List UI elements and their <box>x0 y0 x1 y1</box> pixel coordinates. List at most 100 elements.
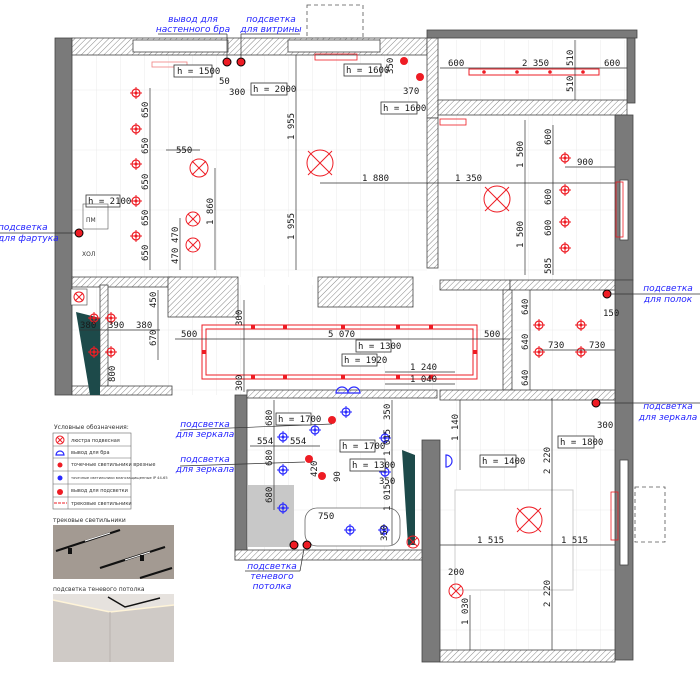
corridor-floor <box>72 285 512 395</box>
legend-item: трековые светильники <box>71 501 132 507</box>
waterproof-spot-icon <box>379 432 391 444</box>
height-text: h = 1500 <box>177 67 220 77</box>
legend-light-output-icon <box>57 489 63 495</box>
legend-item: люстра подвесная <box>71 438 120 444</box>
height-text: h = 2100 <box>88 197 131 207</box>
recessed-spot-icon <box>130 195 142 207</box>
callout-text: для зеркала <box>175 465 235 475</box>
callouts: вывод для настенного бра подсветка для в… <box>0 15 697 592</box>
dimension: 2 220 <box>543 447 553 474</box>
dimension: 500 <box>181 330 197 340</box>
recessed-spot-icon <box>105 346 117 358</box>
callout-leaders <box>0 33 700 572</box>
legend-item: вывод для бра <box>71 450 110 456</box>
window <box>619 459 629 566</box>
radiator <box>615 181 624 238</box>
height-label: h = 1300 <box>355 339 401 353</box>
sconce-output-blue-icon <box>445 454 453 468</box>
height-label: h = 1600 <box>343 63 389 77</box>
callout-text: для витрины <box>239 25 301 35</box>
radiator <box>439 118 467 126</box>
light-output-icon <box>400 57 408 65</box>
dimension: 1 015 <box>383 484 393 511</box>
wall <box>509 279 616 291</box>
radiator <box>610 491 619 541</box>
dimension: 350 <box>379 477 395 487</box>
dimension: 390 <box>108 321 124 331</box>
balcony-track-light <box>468 68 600 76</box>
reference-photos: трековые светильники подсветка теневого … <box>52 517 175 662</box>
photo-caption: подсветка теневого потолка <box>53 586 145 593</box>
legend-item: точечные светильники влагозащищенные IP … <box>71 476 168 480</box>
legend-sconce-icon <box>55 450 65 456</box>
dimension: 650 <box>141 210 151 226</box>
dimension: 550 <box>176 146 192 156</box>
height-label: h = 1800 <box>557 435 603 449</box>
height-label: h = 2000 <box>250 82 296 96</box>
dimension: 650 <box>141 245 151 261</box>
height-text: h = 1800 <box>560 438 603 448</box>
recessed-spot-icon <box>130 230 142 242</box>
dimension: 350 <box>386 58 396 74</box>
wardrobe-mirror-panel <box>76 312 100 395</box>
bedroom-wall <box>421 439 441 663</box>
mirror-light-output-icon <box>328 416 336 424</box>
mirror-light-output-icon <box>591 398 601 408</box>
recessed-spot-icon <box>105 312 117 324</box>
dimension-lines <box>80 40 627 650</box>
mounting-height-labels: h = 1500 h = 2000 h = 1600 h = 1600 h = … <box>85 63 603 472</box>
dimension: 1 030 <box>461 598 471 625</box>
chandelier-icon <box>185 237 201 253</box>
chandelier-icon <box>306 149 334 177</box>
recessed-spot-icon <box>533 346 545 358</box>
legend-chandelier-icon <box>55 435 65 445</box>
balcony-wall <box>626 37 636 104</box>
wall <box>437 99 628 116</box>
dimension: 730 <box>589 341 605 351</box>
height-text: h = 1600 <box>346 66 389 76</box>
dimension: 2 350 <box>522 59 549 69</box>
ceiling-light-icon <box>406 535 420 549</box>
dimension: 585 <box>544 258 554 274</box>
recessed-spot-icon <box>575 346 587 358</box>
recessed-spot-icon <box>88 312 100 324</box>
dimension: 300 <box>235 310 245 326</box>
mirror-light-output-icon <box>305 455 313 463</box>
wall <box>439 279 511 291</box>
dimension: 350 <box>380 525 390 541</box>
dimension: 150 <box>603 309 619 319</box>
dimension: 500 <box>484 330 500 340</box>
dimension: 1 515 <box>477 536 504 546</box>
dimension: 650 <box>141 102 151 118</box>
dimension: 370 <box>403 87 419 97</box>
recessed-spots <box>88 87 587 358</box>
height-label: h = 1500 <box>173 64 220 78</box>
callout-text: вывод для <box>168 15 218 25</box>
recessed-spot-icon <box>559 216 571 228</box>
dimension: 510 <box>566 76 576 92</box>
chandelier-icon <box>189 158 209 178</box>
dimension-texts: 50 300 350 370 650 650 650 650 650 550 1… <box>80 50 620 625</box>
callout-text: подсветка <box>0 223 48 233</box>
dimension: 1 955 <box>287 213 297 240</box>
dimension: 640 <box>521 370 531 386</box>
legend-item: вывод для подсветки <box>71 488 128 494</box>
light-output-icon <box>318 472 326 480</box>
dimension: 680 <box>265 410 275 426</box>
radiator <box>151 61 188 68</box>
waterproof-spot-icon <box>277 502 289 514</box>
legend-item: точечные светильники врезные <box>71 462 155 468</box>
chandelier-icon <box>483 185 511 213</box>
dimension: 200 <box>448 568 464 578</box>
waterproof-spot-icon <box>277 464 289 476</box>
dimension: 420 <box>310 461 320 477</box>
recessed-spot-icon <box>559 184 571 196</box>
dimension: 5 070 <box>328 330 355 340</box>
recessed-spot-icon <box>559 242 571 254</box>
dimension: 800 <box>108 366 118 382</box>
dimension: 600 <box>544 220 554 236</box>
height-text: h = 1700 <box>278 415 321 425</box>
wardrobe-floor <box>512 290 615 390</box>
kitchen-living-floor <box>72 55 427 277</box>
shadow-ceiling-output-icon <box>289 540 299 550</box>
